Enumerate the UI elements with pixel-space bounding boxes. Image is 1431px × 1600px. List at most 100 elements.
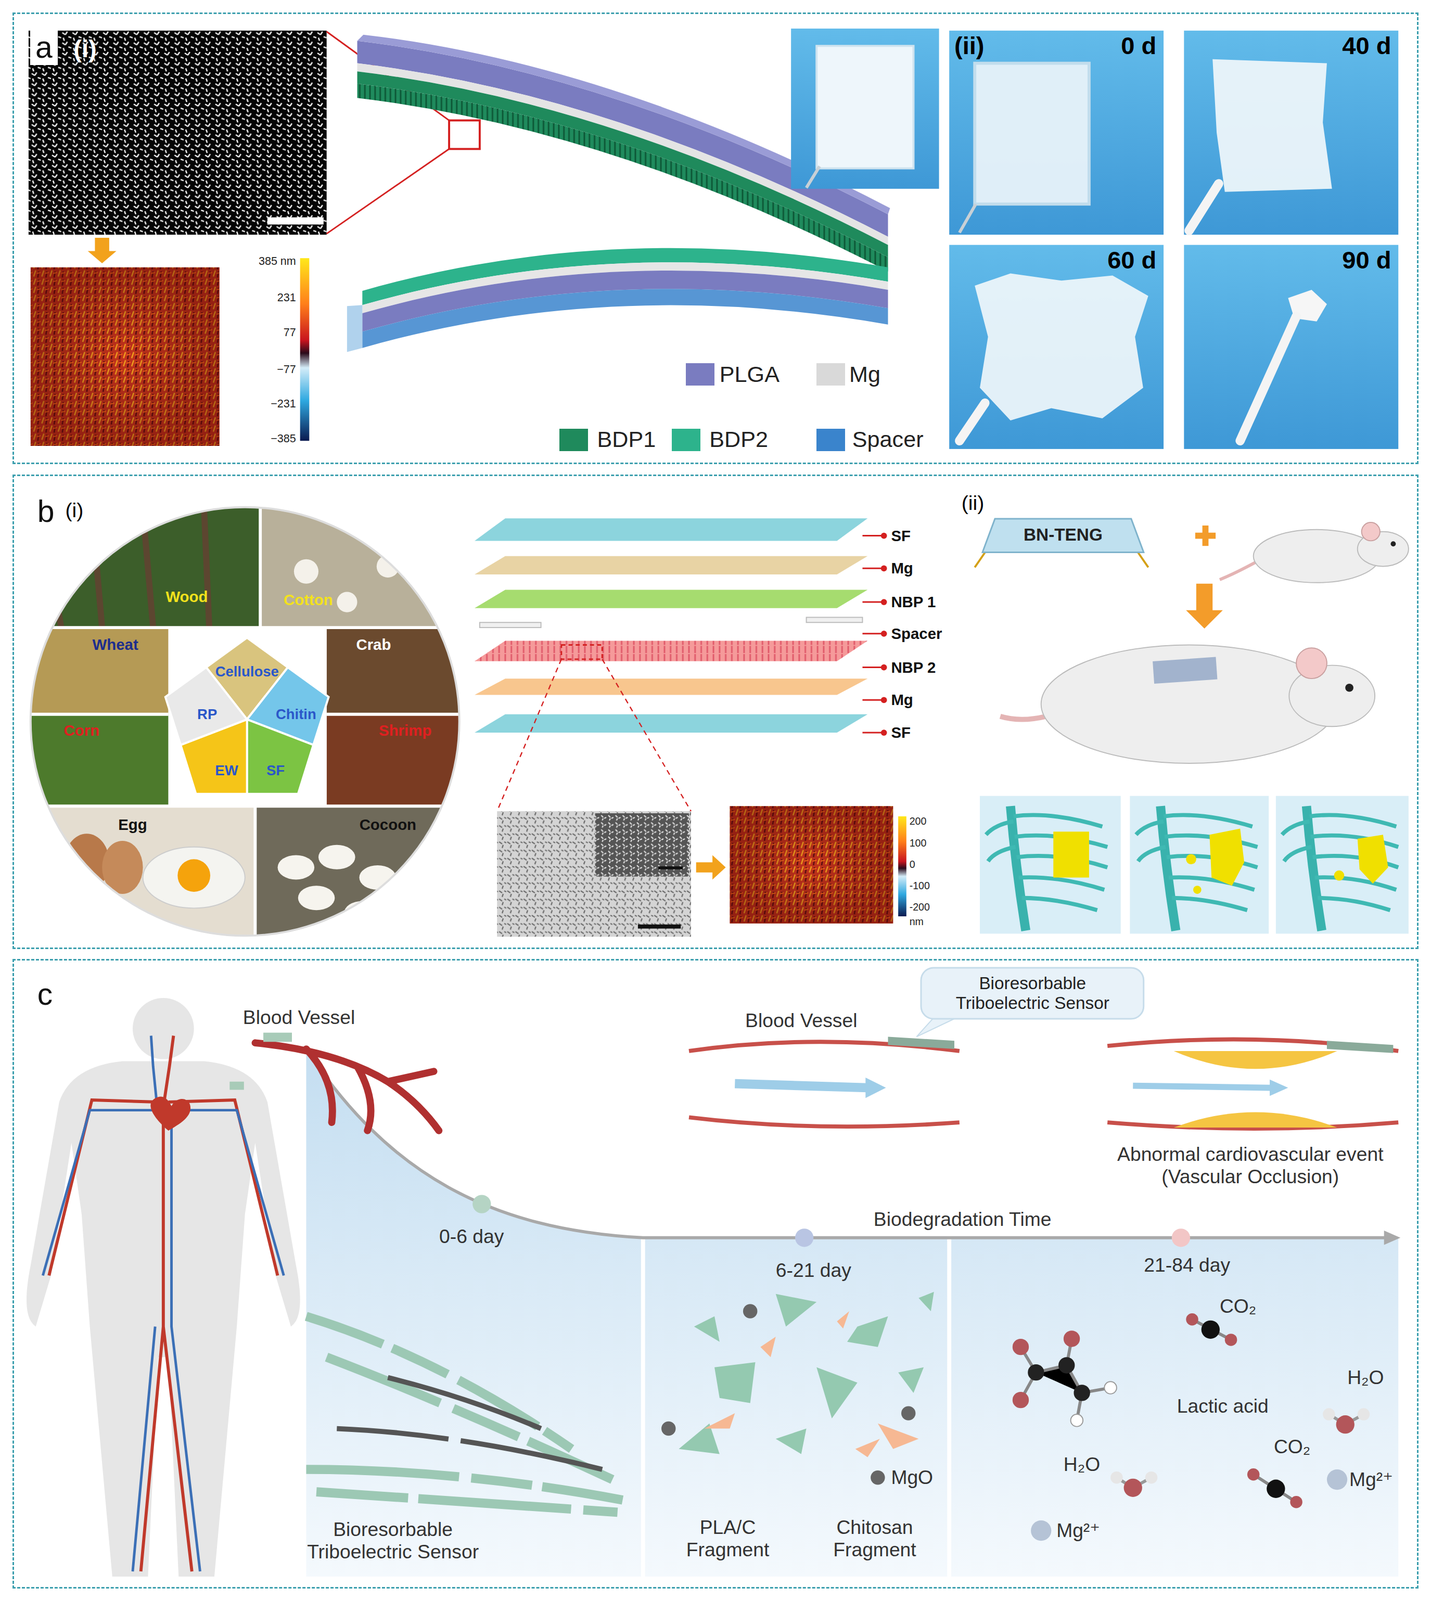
panel-b-art bbox=[343, 901, 381, 926]
panel-b-art bbox=[1202, 525, 1209, 546]
panel-c-art bbox=[1073, 1384, 1090, 1401]
panel-c-art bbox=[688, 1041, 960, 1127]
axis-label: Biodegradation Time bbox=[873, 1208, 1052, 1231]
panel-b-art bbox=[326, 714, 460, 807]
device-box: BN-TENG bbox=[981, 516, 1145, 554]
chemical-label: Lactic acid bbox=[1177, 1395, 1269, 1418]
legend-text: BDP2 bbox=[709, 426, 769, 453]
legend-text: Mg bbox=[849, 361, 881, 388]
panel-b-art bbox=[880, 630, 888, 637]
panel-c-art bbox=[795, 1228, 814, 1247]
panel-a-art bbox=[974, 273, 1148, 421]
panel-b-art bbox=[880, 565, 888, 572]
panel-c-art bbox=[816, 1367, 858, 1419]
panel-c-art bbox=[1107, 1039, 1399, 1129]
day-label: 90 d bbox=[1342, 246, 1391, 275]
legend-text: Spacer bbox=[852, 426, 924, 453]
panel-c-art bbox=[865, 1077, 886, 1098]
panel-b-art bbox=[880, 664, 888, 671]
layer-label: SF bbox=[890, 723, 911, 742]
legend-swatch bbox=[816, 363, 846, 386]
panel-a-art bbox=[1183, 30, 1399, 235]
panel-b-art bbox=[1135, 814, 1258, 911]
panel-c-art bbox=[1012, 1338, 1029, 1356]
panel-b-art bbox=[496, 811, 692, 937]
source-label: Wood bbox=[165, 588, 208, 606]
panel-b-art bbox=[30, 507, 460, 940]
subpanel-label: (i) bbox=[65, 498, 84, 522]
day-label: 60 d bbox=[1107, 246, 1157, 275]
panel-c-art bbox=[1192, 1319, 1232, 1340]
panel-c-art bbox=[847, 1316, 888, 1348]
vessel-label: Blood Vessel bbox=[243, 1006, 355, 1029]
panel-a-art bbox=[300, 258, 310, 441]
panel-c-art bbox=[1357, 1408, 1371, 1421]
panel-b-art bbox=[595, 813, 689, 877]
subpanel-label: (i) bbox=[73, 34, 97, 63]
panel-c-art bbox=[1145, 1471, 1158, 1485]
panel-a-art bbox=[28, 28, 1399, 450]
panel-c-art bbox=[678, 1292, 934, 1455]
panel-a-art bbox=[1183, 245, 1399, 450]
panel-letter: b bbox=[32, 494, 60, 530]
panel-c-art bbox=[734, 1083, 868, 1089]
panel-b-art bbox=[326, 627, 460, 715]
layer-label: NBP 2 bbox=[890, 658, 936, 677]
panel-b-art bbox=[30, 507, 460, 937]
panel-c-art bbox=[48, 1036, 278, 1573]
panel-b-art bbox=[30, 627, 169, 715]
layer-label: Mg bbox=[890, 691, 913, 709]
panel-c-art bbox=[1020, 1338, 1111, 1421]
panel-b-art bbox=[143, 847, 246, 909]
panel-c-art bbox=[887, 1036, 954, 1050]
panel-a-art bbox=[30, 267, 220, 446]
panel-c-art bbox=[704, 1413, 735, 1429]
fragment-label: Chitosan Fragment bbox=[813, 1516, 936, 1562]
panel-c-art bbox=[1173, 1051, 1338, 1069]
panel-c-art bbox=[1110, 1471, 1123, 1485]
panel-c-art bbox=[1030, 1520, 1052, 1541]
panel-c-art bbox=[901, 1406, 916, 1421]
source-label: Cotton bbox=[283, 591, 334, 609]
panel-a-art bbox=[1240, 316, 1297, 441]
panel-a-art bbox=[362, 288, 888, 349]
chemical-label: H₂O bbox=[1347, 1366, 1384, 1389]
panel-b-art bbox=[880, 532, 888, 736]
source-label: Crab bbox=[355, 635, 391, 654]
panel-c-art bbox=[661, 1304, 916, 1485]
fragment-label: PLA/C Fragment bbox=[666, 1516, 789, 1562]
vessel-label: Blood Vessel bbox=[745, 1009, 858, 1032]
panel-b-art bbox=[277, 854, 315, 880]
panel-b-art bbox=[1390, 541, 1397, 547]
source-label: Corn bbox=[64, 721, 100, 740]
panel-c-art bbox=[1269, 1079, 1288, 1096]
material-label: Chitin bbox=[275, 706, 317, 723]
material-label: EW bbox=[214, 762, 238, 779]
callout-text: Bioresorbable Triboelectric Sensor bbox=[930, 973, 1135, 1014]
stage-label: Bioresorbable Triboelectric Sensor bbox=[283, 1518, 503, 1564]
panel-c-art bbox=[1185, 1313, 1199, 1326]
panel-b-art bbox=[30, 714, 169, 807]
panel-b-art bbox=[658, 866, 683, 870]
source-label: Cocoon bbox=[359, 815, 417, 834]
panel-a-art bbox=[28, 30, 327, 235]
panel-a-art bbox=[347, 304, 363, 352]
event-label: Abnormal cardiovascular event (Vascular … bbox=[1092, 1143, 1409, 1188]
panel-b-art bbox=[30, 507, 460, 940]
panel-c-art bbox=[42, 1036, 284, 1573]
panel-a-art bbox=[974, 63, 1090, 205]
panel-a-art bbox=[949, 30, 1164, 235]
panel-c-art bbox=[1289, 1496, 1303, 1509]
panel-c-art bbox=[877, 1423, 919, 1450]
panel-c-art bbox=[694, 1316, 720, 1343]
panel-c-art bbox=[1123, 1478, 1143, 1498]
legend-text: PLGA bbox=[719, 361, 780, 388]
panel-c-art bbox=[1253, 1474, 1297, 1503]
panel-b-art bbox=[496, 659, 692, 812]
day-label: 0 d bbox=[1120, 31, 1157, 60]
panel-b-art bbox=[979, 796, 1121, 935]
legend-swatch bbox=[671, 428, 701, 452]
panel-c-art bbox=[305, 1316, 623, 1513]
panel-b-art bbox=[376, 555, 400, 578]
panel-b-art bbox=[1357, 834, 1389, 884]
